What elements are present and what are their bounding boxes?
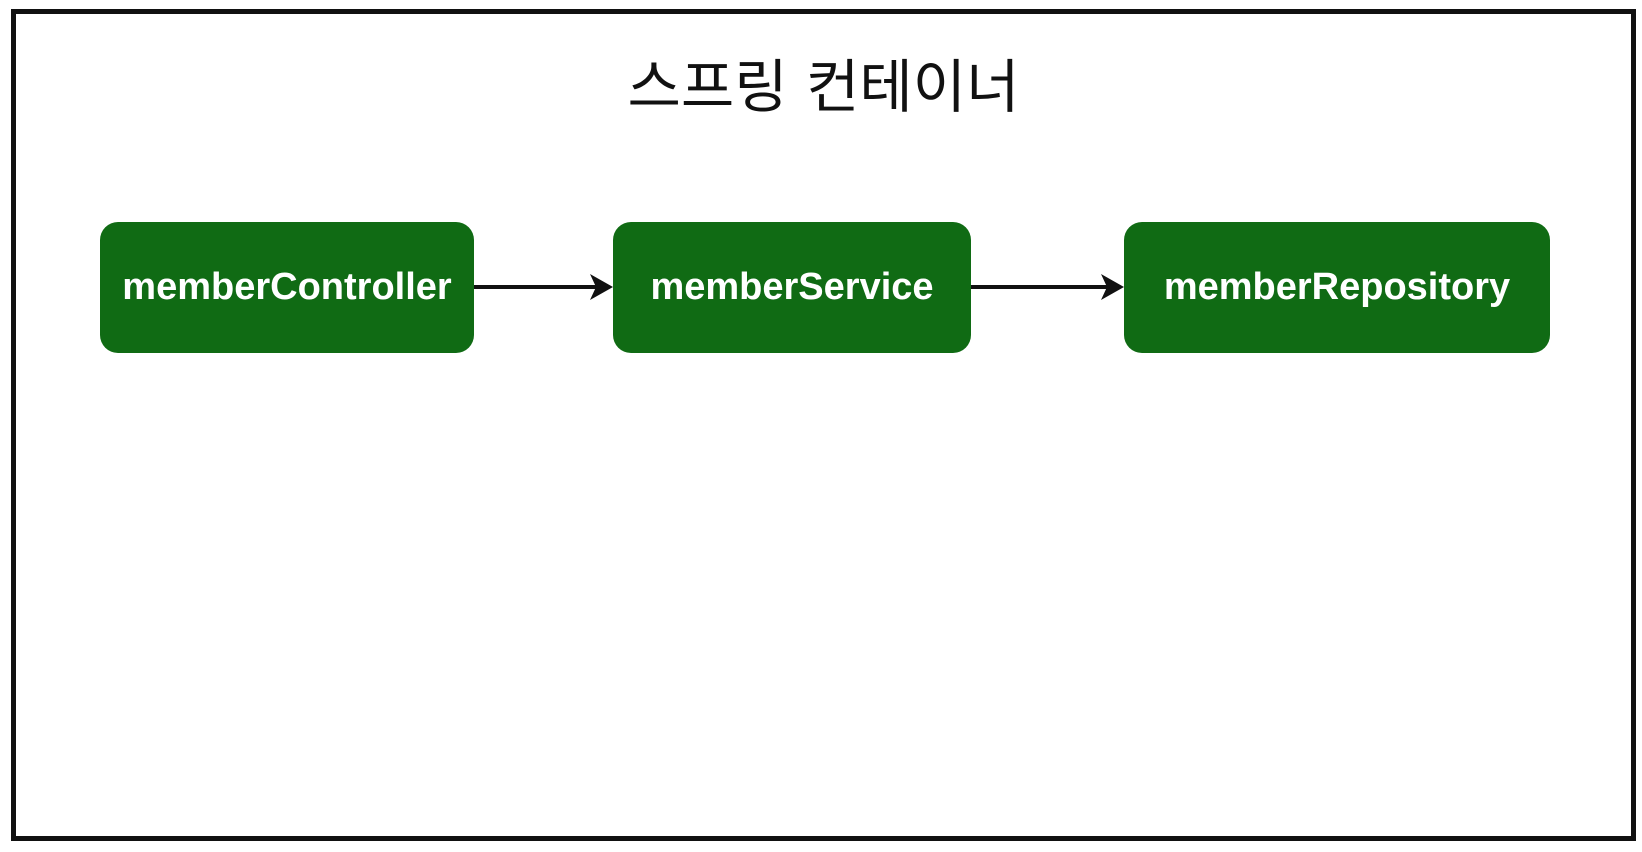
member-repository-node: memberRepository (1124, 222, 1550, 353)
dependency-arrows (474, 274, 1124, 300)
arrowhead-controller-service (590, 274, 613, 300)
container-title: 스프링 컨테이너 (627, 53, 1020, 121)
spring-container-frame: 스프링 컨테이너 memberController memberService … (11, 9, 1636, 841)
arrowhead-service-repository (1101, 274, 1124, 300)
member-service-node: memberService (613, 222, 971, 353)
member-controller-node: memberController (100, 222, 474, 353)
arrow-controller-to-service (474, 274, 613, 300)
arrow-service-to-repository (971, 274, 1124, 300)
